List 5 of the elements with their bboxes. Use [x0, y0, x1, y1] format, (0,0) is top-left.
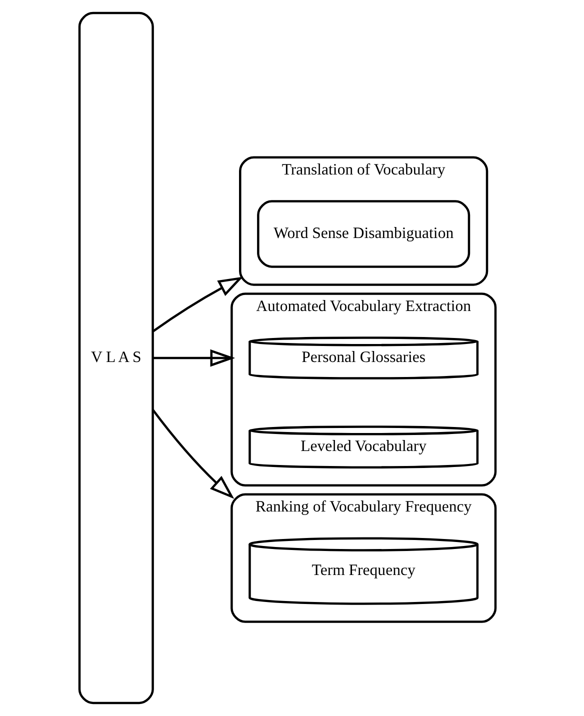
- node-box: Word Sense Disambiguation: [257, 200, 470, 268]
- arrow: [152, 409, 234, 499]
- arrow: [152, 349, 236, 367]
- arrow: [152, 276, 244, 332]
- node-box: V L A S: [78, 12, 154, 704]
